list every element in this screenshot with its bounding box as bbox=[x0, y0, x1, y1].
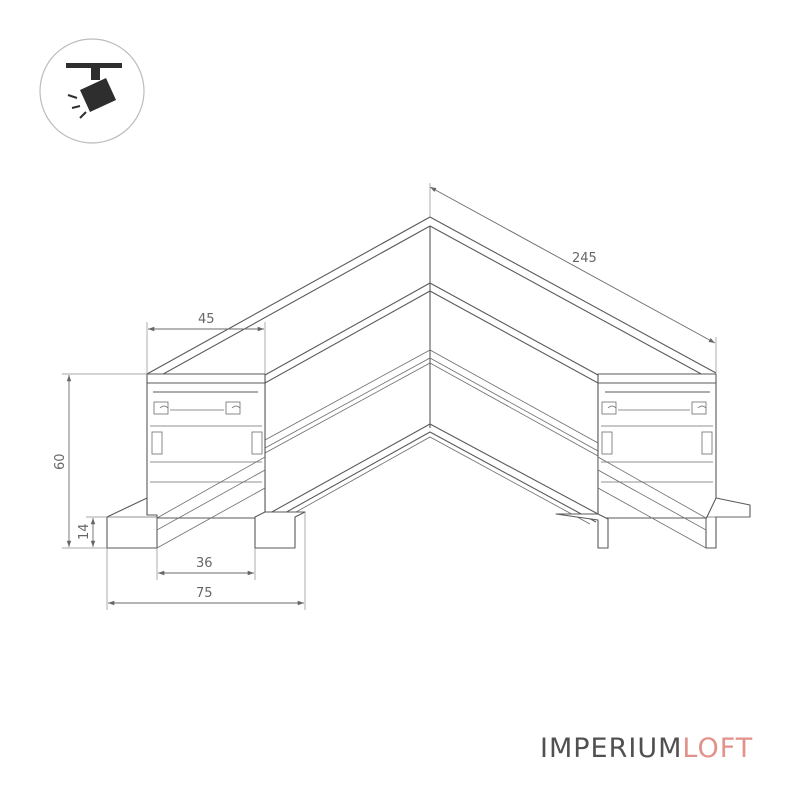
dimension-245: 245 bbox=[429, 183, 717, 373]
right-profile-end bbox=[555, 373, 751, 549]
dimension-75: 75 bbox=[106, 512, 306, 610]
dimension-14-label: 14 bbox=[77, 523, 92, 540]
left-profile-end bbox=[106, 373, 306, 549]
dimension-45-label: 45 bbox=[198, 312, 215, 327]
product-badge bbox=[39, 38, 145, 144]
dimension-36-label: 36 bbox=[196, 556, 213, 571]
dimension-245-label: 245 bbox=[572, 251, 597, 266]
brand-logo: IMPERIUMLOFT bbox=[540, 733, 753, 764]
dimension-75-label: 75 bbox=[196, 586, 213, 601]
dimension-36: 36 bbox=[156, 548, 256, 580]
brand-logo-part1: IMPERIUM bbox=[540, 733, 683, 764]
l-connector-drawing bbox=[106, 216, 751, 549]
track-spotlight-icon bbox=[66, 63, 122, 119]
dimension-45: 45 bbox=[146, 312, 266, 374]
brand-logo-part2: LOFT bbox=[682, 733, 754, 764]
dimension-60: 60 bbox=[53, 373, 147, 549]
dimension-60-label: 60 bbox=[53, 453, 68, 470]
dimension-14: 14 bbox=[77, 516, 107, 547]
